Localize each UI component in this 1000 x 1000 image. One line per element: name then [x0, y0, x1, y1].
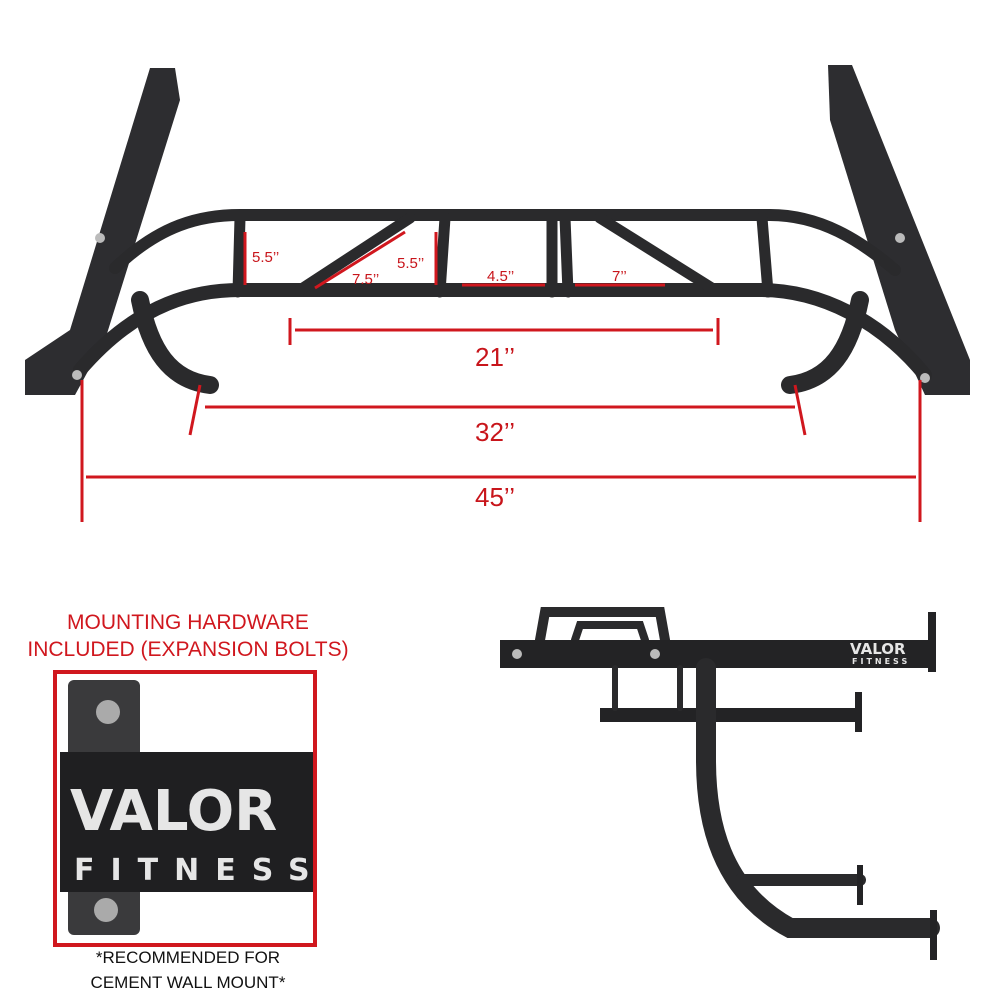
dimension-lines — [80, 230, 922, 522]
dim-angled-grip-right: 7’’ — [612, 268, 627, 285]
side-logo-fitness: FITNESS — [852, 657, 910, 666]
dim-grip-spacing-mid: 5.5’’ — [397, 255, 424, 272]
dim-inner-width: 21’’ — [475, 342, 515, 372]
mount-note-line2: CEMENT WALL MOUNT* — [91, 973, 286, 992]
pull-up-bar-side-view: VALOR FITNESS — [500, 607, 940, 960]
left-wall-bracket — [25, 68, 180, 395]
closeup-logo-fitness: FITNESS — [74, 853, 326, 888]
side-logo-valor: VALOR — [850, 640, 906, 658]
mount-note-line1: *RECOMMENDED FOR — [96, 948, 280, 967]
bracket-closeup: VALOR FITNESS — [53, 670, 326, 947]
closeup-frame — [53, 670, 317, 947]
dim-angled-grip: 7.5’’ — [352, 271, 379, 288]
dim-grip-spacing-left: 5.5’’ — [252, 249, 279, 266]
hardware-caption-line2: INCLUDED (EXPANSION BOLTS) — [27, 638, 348, 661]
dim-neutral-grip: 4.5’’ — [487, 268, 514, 285]
hardware-caption-line1: MOUNTING HARDWARE — [67, 611, 309, 634]
right-wall-bracket — [828, 65, 970, 395]
dim-mid-width: 32’’ — [475, 417, 515, 447]
closeup-logo-valor: VALOR — [70, 779, 277, 844]
pull-up-bar-front-view — [25, 65, 970, 395]
dimension-labels: 5.5’’ 7.5’’ 5.5’’ 4.5’’ 7’’ 21’’ 32’’ 45… — [252, 249, 627, 512]
dim-overall-width: 45’’ — [475, 482, 515, 512]
